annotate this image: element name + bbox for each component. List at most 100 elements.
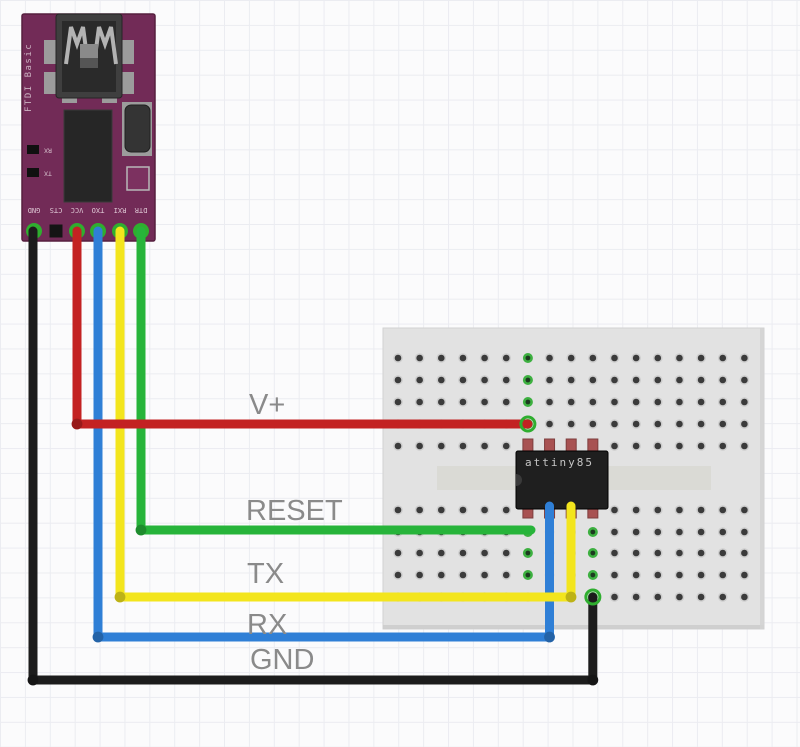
breadboard-hole xyxy=(501,375,512,385)
wire-connection-ring xyxy=(519,415,537,433)
crystal-component xyxy=(126,166,150,191)
breadboard-hole xyxy=(631,570,641,580)
rx-led-icon xyxy=(27,145,39,154)
breadboard-hole xyxy=(588,419,598,429)
breadboard-hole xyxy=(609,441,620,451)
breadboard-hole xyxy=(739,441,750,451)
breadboard-hole xyxy=(436,353,447,363)
breadboard-hole xyxy=(631,527,641,537)
mini-usb-connector-icon xyxy=(55,13,123,99)
breadboard-hole xyxy=(696,419,706,429)
breadboard-hole xyxy=(414,397,425,407)
breadboard-bottom-shadow xyxy=(383,625,764,629)
breadboard-hole xyxy=(696,548,706,558)
breadboard-hole xyxy=(653,397,663,407)
breadboard-hole xyxy=(739,375,750,385)
breadboard-hole xyxy=(566,419,576,429)
breadboard-hole-connected xyxy=(587,570,598,580)
breadboard-hole xyxy=(393,375,403,385)
wire-bend-joint xyxy=(544,631,555,643)
breadboard-hole xyxy=(739,592,750,602)
breadboard-hole xyxy=(631,375,641,385)
usb-mount-pads xyxy=(44,40,134,103)
breadboard-hole xyxy=(609,397,620,407)
breadboard-hole xyxy=(414,375,425,385)
breadboard-hole-connected xyxy=(587,527,598,537)
breadboard-hole xyxy=(393,441,403,451)
breadboard-hole xyxy=(414,548,425,558)
chip-notch-icon xyxy=(516,474,522,486)
breadboard-hole xyxy=(393,505,403,515)
breadboard-hole xyxy=(501,548,512,558)
breadboard-hole xyxy=(436,548,447,558)
breadboard-hole xyxy=(414,570,425,580)
breadboard-hole xyxy=(717,548,728,558)
wire-bend-joint xyxy=(27,674,39,686)
tx-led-icon xyxy=(27,168,39,177)
wire-bend-joint xyxy=(587,674,599,686)
breadboard-hole xyxy=(414,441,425,451)
wire-label-vplus: V+ xyxy=(249,389,286,421)
ftdi-pin-label: GND xyxy=(27,206,41,214)
breadboard-hole xyxy=(458,441,468,451)
breadboard-hole xyxy=(739,397,750,407)
breadboard-hole xyxy=(696,592,706,602)
wire-label-gnd: GND xyxy=(250,644,315,676)
breadboard-hole xyxy=(588,353,598,363)
wire-bend-joint xyxy=(71,418,83,430)
breadboard-hole xyxy=(717,505,728,515)
breadboard-hole xyxy=(674,592,685,602)
breadboard-hole xyxy=(544,419,555,429)
breadboard-hole xyxy=(653,505,663,515)
breadboard-hole xyxy=(653,527,663,537)
breadboard-hole-connected xyxy=(522,375,533,385)
reset-wire xyxy=(135,226,536,536)
breadboard-hole xyxy=(609,570,620,580)
breadboard-hole xyxy=(717,419,728,429)
wire-bend-joint xyxy=(135,524,147,536)
tx-wire xyxy=(114,226,577,603)
breadboard-hole xyxy=(631,592,641,602)
breadboard-hole xyxy=(436,570,447,580)
breadboard-hole xyxy=(631,353,641,363)
wire-bend-joint xyxy=(114,591,126,603)
gnd-wire xyxy=(27,226,599,686)
breadboard-hole xyxy=(609,419,620,429)
breadboard-hole xyxy=(653,419,663,429)
breadboard-hole xyxy=(696,570,706,580)
wire-bend-joint xyxy=(92,631,104,643)
breadboard-hole xyxy=(566,353,576,363)
breadboard-hole-connected xyxy=(522,570,533,580)
breadboard-hole xyxy=(458,548,468,558)
breadboard-hole xyxy=(544,397,555,407)
breadboard-hole xyxy=(696,353,706,363)
breadboard-hole xyxy=(609,505,620,515)
breadboard-hole xyxy=(739,505,750,515)
ftdi-pin-label: TXO xyxy=(91,206,105,214)
breadboard-hole xyxy=(631,441,641,451)
breadboard-hole xyxy=(631,397,641,407)
breadboard xyxy=(382,327,765,630)
breadboard-hole xyxy=(696,397,706,407)
ftdi-ic-chip xyxy=(63,109,113,203)
tx-led-label: TX xyxy=(44,169,52,178)
ftdi-pin-label: DTR xyxy=(134,206,148,214)
breadboard-hole xyxy=(696,441,706,451)
breadboard-hole xyxy=(609,353,620,363)
breadboard-hole xyxy=(696,505,706,515)
breadboard-hole xyxy=(674,375,685,385)
ftdi-pin-cts xyxy=(49,224,63,238)
breadboard-hole xyxy=(631,548,641,558)
breadboard-hole xyxy=(479,375,490,385)
breadboard-hole xyxy=(436,375,447,385)
breadboard-hole xyxy=(717,397,728,407)
breadboard-hole xyxy=(739,419,750,429)
breadboard-hole xyxy=(458,570,468,580)
breadboard-hole xyxy=(717,353,728,363)
breadboard-hole xyxy=(674,441,685,451)
breadboard-right-shadow xyxy=(760,328,764,629)
breadboard-hole xyxy=(436,441,447,451)
attiny85-label: attiny85 xyxy=(525,456,594,469)
breadboard-hole xyxy=(739,527,750,537)
